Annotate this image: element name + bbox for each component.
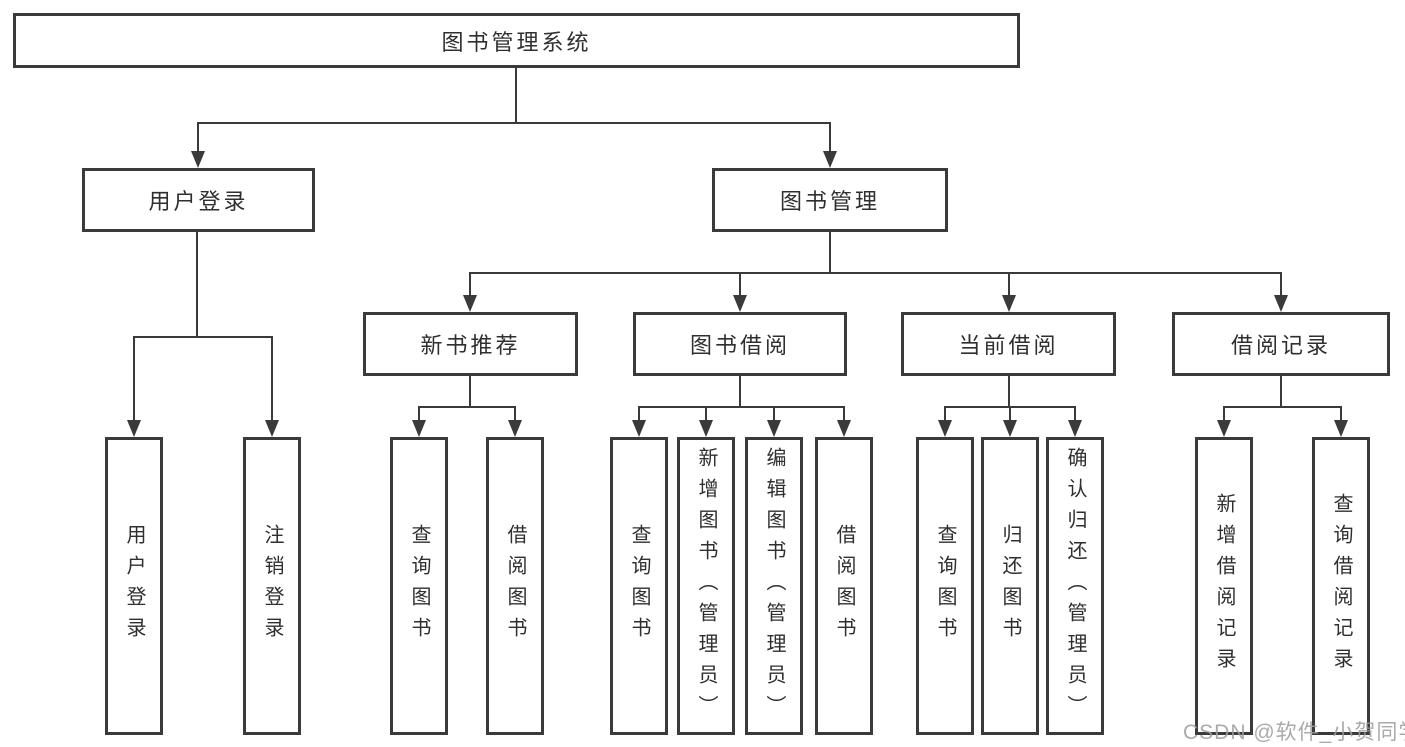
node-leaf-query-books-1: 查询图书 (390, 437, 448, 735)
connector-arrow-borrow-books-1 (514, 406, 516, 420)
connector-arrow-borrow-books-2 (843, 406, 845, 420)
node-label: 查询图书 (934, 524, 956, 648)
arrowhead-return-books (1003, 420, 1017, 437)
connector-arrow-new-book-recommend (469, 272, 471, 295)
connector-arrow-add-borrow-record (1223, 406, 1225, 420)
node-label: 查询图书 (408, 524, 430, 648)
arrowhead-query-borrow-record (1334, 420, 1348, 437)
connector-new-book-recommend-stem (469, 376, 471, 407)
node-label: 确认归还（管理员） (1064, 446, 1086, 726)
connector-current-borrow-stem (1008, 376, 1010, 407)
connector-book-management-stem (829, 232, 831, 273)
arrowhead-add-borrow-record (1217, 420, 1231, 437)
connector-arrow-query-books-2 (638, 406, 640, 420)
connector-arrow-book-borrow (739, 272, 741, 295)
connector-borrow-records-stem (1280, 376, 1282, 407)
node-label: 图书借阅 (689, 333, 790, 358)
node-label: 当前借阅 (958, 333, 1059, 358)
node-label: 注销登录 (261, 524, 283, 648)
connector-new-book-recommend-hline (418, 406, 516, 408)
connector-arrow-query-borrow-record (1340, 406, 1342, 420)
node-book-borrow: 图书借阅 (633, 312, 847, 376)
node-leaf-add-book-admin: 新增图书（管理员） (677, 437, 735, 735)
node-new-book-recommend: 新书推荐 (363, 312, 578, 376)
node-leaf-query-books-3: 查询图书 (916, 437, 974, 735)
arrowhead-query-books-1 (412, 420, 426, 437)
node-leaf-return-books: 归还图书 (981, 437, 1039, 735)
node-library-management-system: 图书管理系统 (13, 13, 1020, 68)
connector-root-stem (515, 68, 517, 122)
connector-user-login-hline (133, 336, 273, 338)
node-leaf-query-borrow-record: 查询借阅记录 (1312, 437, 1370, 735)
arrowhead-book-management (823, 151, 837, 168)
arrowhead-book-borrow (733, 295, 747, 312)
connector-level3-hline (469, 272, 1281, 274)
node-label: 编辑图书（管理员） (763, 446, 785, 726)
csdn-watermark: CSDN @软件_小贺同学 (1183, 721, 1405, 744)
node-leaf-confirm-return-admin: 确认归还（管理员） (1046, 437, 1104, 735)
connector-arrow-book-management (829, 122, 831, 152)
node-leaf-query-books-2: 查询图书 (610, 437, 668, 735)
node-label: 归还图书 (999, 524, 1021, 648)
arrowhead-borrow-books-2 (837, 420, 851, 437)
node-label: 用户登录 (148, 189, 249, 214)
node-label: 图书管理系统 (441, 29, 592, 55)
arrowhead-add-book (699, 420, 713, 437)
connector-arrow-current-borrow (1008, 272, 1010, 295)
node-label: 用户登录 (123, 524, 145, 648)
node-book-management: 图书管理 (712, 168, 948, 232)
arrowhead-borrow-books-1 (508, 420, 522, 437)
node-leaf-borrow-books-2: 借阅图书 (815, 437, 873, 735)
node-label: 新书推荐 (420, 333, 521, 358)
node-current-borrow: 当前借阅 (901, 312, 1116, 376)
node-borrow-records: 借阅记录 (1172, 312, 1390, 376)
connector-user-login-stem (196, 232, 198, 337)
node-leaf-edit-book-admin: 编辑图书（管理员） (745, 437, 803, 735)
node-label: 借阅图书 (833, 524, 855, 648)
connector-arrow-query-books-3 (944, 406, 946, 420)
arrowhead-leaf-user-login (127, 420, 141, 437)
node-leaf-user-login: 用户登录 (105, 437, 163, 735)
arrowhead-new-book-recommend (463, 295, 477, 312)
arrowhead-current-borrow (1002, 295, 1016, 312)
connector-arrow-edit-book (773, 406, 775, 420)
node-leaf-add-borrow-record: 新增借阅记录 (1195, 437, 1253, 735)
connector-arrow-borrow-records (1280, 272, 1282, 295)
node-label: 新增借阅记录 (1213, 493, 1235, 679)
connector-arrow-confirm-return (1074, 406, 1076, 420)
connector-book-borrow-hline (638, 406, 845, 408)
arrowhead-query-books-2 (632, 420, 646, 437)
connector-arrow-query-books-1 (418, 406, 420, 420)
node-leaf-logout: 注销登录 (243, 437, 301, 735)
connector-arrow-leaf-logout (271, 336, 273, 420)
connector-arrow-return-books (1009, 406, 1011, 420)
connector-arrow-add-book (705, 406, 707, 420)
node-label: 借阅记录 (1230, 333, 1331, 358)
node-user-login: 用户登录 (82, 168, 315, 232)
node-label: 新增图书（管理员） (695, 446, 717, 726)
connector-arrow-leaf-user-login (133, 336, 135, 420)
node-label: 图书管理 (779, 189, 880, 214)
connector-borrow-records-hline (1223, 406, 1342, 408)
node-label: 借阅图书 (504, 524, 526, 648)
arrowhead-query-books-3 (938, 420, 952, 437)
connector-level2-hline (197, 122, 831, 124)
connector-arrow-user-login (197, 122, 199, 152)
arrowhead-confirm-return (1068, 420, 1082, 437)
connector-book-borrow-stem (739, 376, 741, 407)
arrowhead-leaf-logout (265, 420, 279, 437)
node-label: 查询图书 (628, 524, 650, 648)
arrowhead-user-login (191, 151, 205, 168)
node-leaf-borrow-books-1: 借阅图书 (486, 437, 544, 735)
node-label: 查询借阅记录 (1330, 493, 1352, 679)
arrowhead-borrow-records (1274, 295, 1288, 312)
arrowhead-edit-book (767, 420, 781, 437)
